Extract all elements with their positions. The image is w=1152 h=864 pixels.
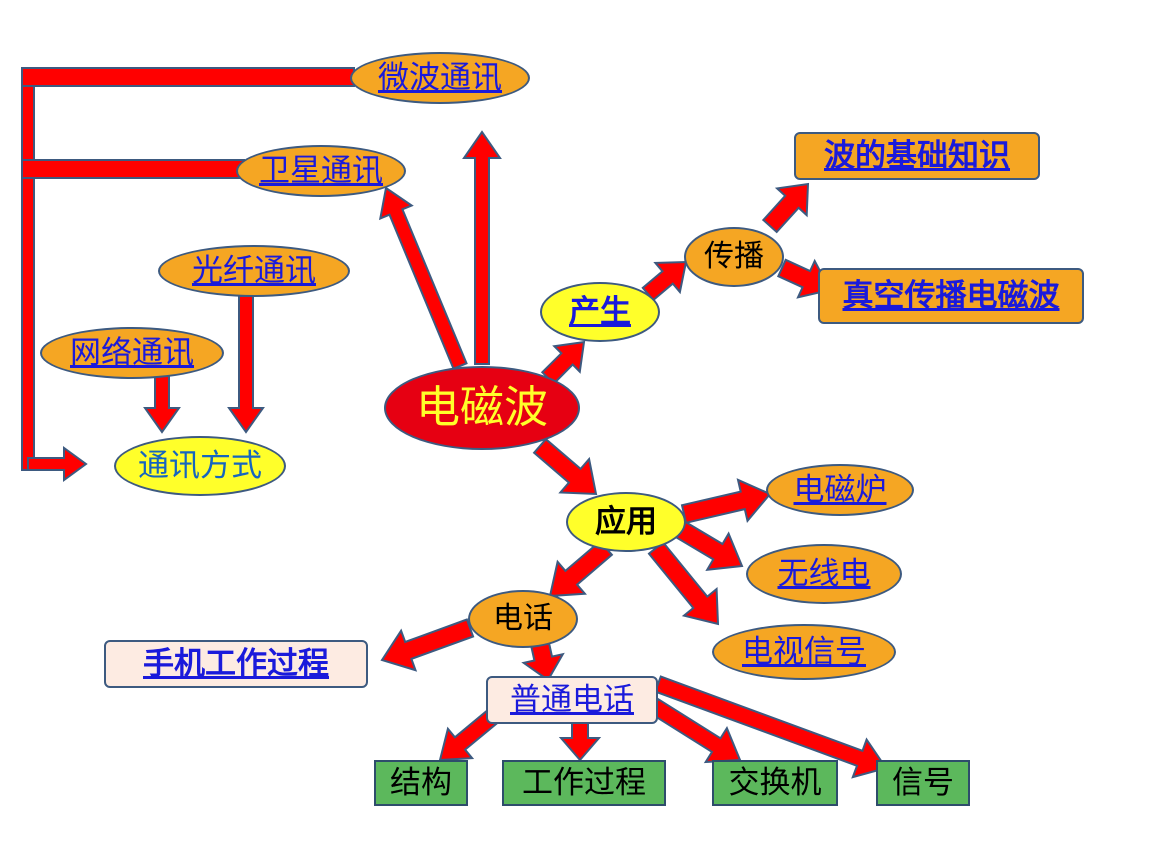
landline-to-switchboard-arrow bbox=[648, 697, 742, 764]
node-mobile-process[interactable]: 手机工作过程 bbox=[104, 640, 368, 688]
wave-to-satellite-arrow bbox=[378, 186, 468, 371]
fiber-communication-link[interactable]: 光纤通讯 bbox=[192, 252, 316, 289]
application-to-radio-arrow bbox=[672, 518, 744, 572]
node-satellite-communication[interactable]: 卫星通讯 bbox=[236, 145, 406, 197]
generate-to-propagate-arrow bbox=[641, 260, 688, 302]
tv-signal-link[interactable]: 电视信号 bbox=[742, 633, 866, 670]
structure-label: 结构 bbox=[390, 764, 452, 801]
telephone-label: 电话 bbox=[493, 601, 553, 636]
radio-link[interactable]: 无线电 bbox=[777, 555, 871, 592]
application-label: 应用 bbox=[595, 503, 657, 540]
node-propagate: 传播 bbox=[684, 227, 784, 287]
switchboard-label: 交换机 bbox=[728, 764, 822, 801]
telephone-to-mobile-arrow bbox=[380, 618, 475, 672]
node-tv-signal[interactable]: 电视信号 bbox=[712, 624, 896, 680]
electromagnetic-wave-label: 电磁波 bbox=[416, 382, 548, 433]
network-to-methods-arrow bbox=[143, 375, 181, 434]
network-communication-link[interactable]: 网络通讯 bbox=[70, 334, 194, 371]
node-application: 应用 bbox=[566, 492, 686, 552]
node-landline[interactable]: 普通电话 bbox=[486, 676, 658, 724]
node-telephone: 电话 bbox=[468, 590, 578, 648]
bracket-microwave-bar bbox=[21, 67, 355, 87]
node-working-process: 工作过程 bbox=[502, 760, 666, 806]
working-process-label: 工作过程 bbox=[522, 764, 646, 801]
node-fiber-communication[interactable]: 光纤通讯 bbox=[158, 245, 350, 297]
node-generate[interactable]: 产生 bbox=[540, 282, 660, 342]
wave-basics-link[interactable]: 波的基础知识 bbox=[824, 137, 1010, 174]
node-communication-methods: 通讯方式 bbox=[114, 436, 286, 496]
node-electromagnetic-wave: 电磁波 bbox=[384, 366, 580, 450]
mobile-process-link[interactable]: 手机工作过程 bbox=[143, 645, 329, 682]
node-microwave-communication[interactable]: 微波通讯 bbox=[350, 52, 530, 104]
microwave-communication-link[interactable]: 微波通讯 bbox=[378, 59, 502, 96]
generate-link[interactable]: 产生 bbox=[569, 293, 631, 330]
landline-link[interactable]: 普通电话 bbox=[510, 681, 634, 718]
signal-label: 信号 bbox=[892, 764, 954, 801]
landline-to-signal-arrow bbox=[653, 675, 888, 779]
node-network-communication[interactable]: 网络通讯 bbox=[40, 327, 224, 379]
bracket-to-methods-arrow bbox=[27, 446, 88, 482]
propagate-label: 传播 bbox=[704, 239, 764, 274]
fiber-to-methods-arrow bbox=[227, 295, 265, 434]
node-structure: 结构 bbox=[374, 760, 468, 806]
application-to-tv-arrow bbox=[647, 540, 720, 626]
node-switchboard: 交换机 bbox=[712, 760, 838, 806]
node-vacuum-propagation[interactable]: 真空传播电磁波 bbox=[818, 268, 1084, 324]
application-to-induction-arrow bbox=[680, 478, 772, 525]
bracket-satellite-bar bbox=[21, 159, 245, 179]
satellite-communication-link[interactable]: 卫星通讯 bbox=[259, 152, 383, 189]
vacuum-propagation-link[interactable]: 真空传播电磁波 bbox=[842, 277, 1060, 314]
node-wave-basics[interactable]: 波的基础知识 bbox=[794, 132, 1040, 180]
node-induction-cooker[interactable]: 电磁炉 bbox=[766, 464, 914, 516]
landline-to-working-process-arrow bbox=[558, 719, 602, 762]
communication-methods-label: 通讯方式 bbox=[138, 447, 262, 484]
application-to-telephone-arrow bbox=[548, 539, 614, 598]
node-signal: 信号 bbox=[876, 760, 970, 806]
node-radio[interactable]: 无线电 bbox=[746, 544, 902, 604]
wave-to-microwave-arrow bbox=[462, 130, 502, 365]
wave-to-generate-arrow bbox=[540, 340, 586, 386]
propagate-to-basics-arrow bbox=[761, 182, 810, 234]
induction-cooker-link[interactable]: 电磁炉 bbox=[793, 471, 887, 508]
wave-to-application-arrow bbox=[532, 437, 598, 496]
bracket-vertical-bar bbox=[21, 67, 35, 471]
